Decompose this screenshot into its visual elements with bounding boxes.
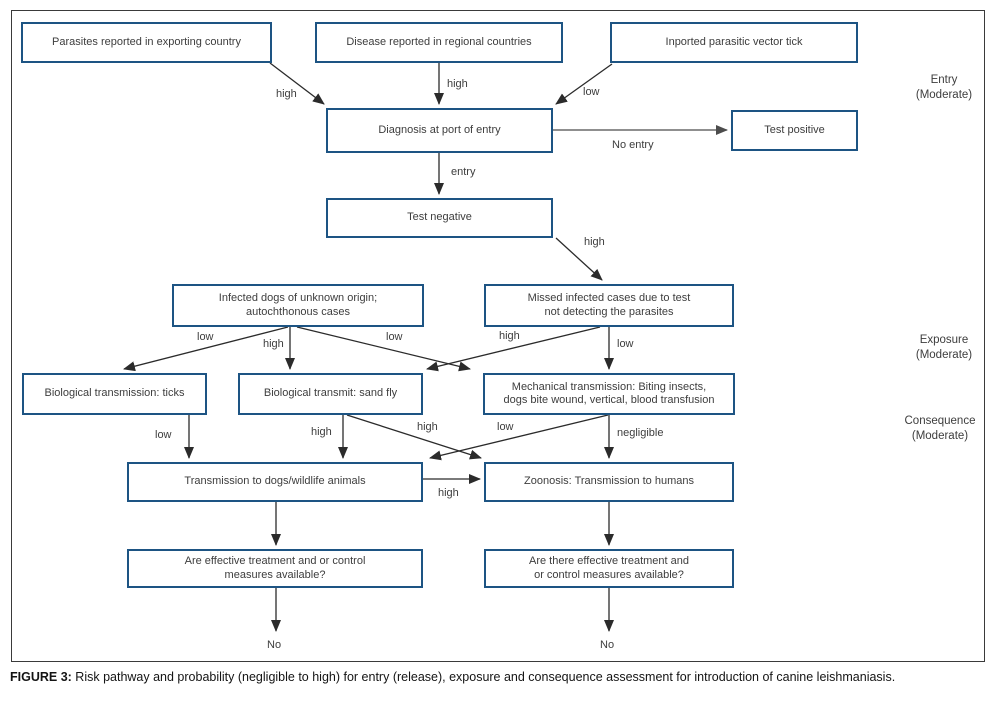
node-label: Are effective treatment and or control m… (185, 555, 366, 582)
phase-line-2: (Moderate) (915, 89, 973, 101)
node-line-2: or control measures available? (534, 568, 684, 581)
edge-label-no: No (267, 639, 282, 651)
node-parasites-reported: Parasites reported in exporting country (21, 22, 272, 63)
edge-label-high: high (499, 330, 520, 342)
edge-label-low: low (617, 338, 634, 350)
node-biological-transmission-ticks: Biological transmission: ticks (22, 373, 207, 415)
node-label: Biological transmit: sand fly (263, 387, 398, 400)
edge-label-high: high (447, 78, 468, 90)
node-transmission-dogs-wildlife: Transmission to dogs/wildlife animals (127, 462, 423, 502)
node-label: Infected dogs of unknown origin; autocht… (219, 292, 377, 319)
figure-caption-text: Risk pathway and probability (negligible… (71, 670, 896, 684)
node-imported-vector-tick: Inported parasitic vector tick (610, 22, 858, 63)
edge-label-high: high (311, 426, 332, 438)
phase-line-2: (Moderate) (915, 349, 973, 361)
node-zoonosis-humans: Zoonosis: Transmission to humans (484, 462, 734, 502)
edge-label-high: high (438, 487, 459, 499)
edge-label-high: high (276, 88, 297, 100)
edge-label-high: high (263, 338, 284, 350)
node-label: Missed infected cases due to test not de… (528, 292, 691, 319)
node-label: Mechanical transmission: Biting insects,… (504, 381, 715, 408)
node-label: Disease reported in regional countries (346, 35, 532, 48)
node-disease-reported: Disease reported in regional countries (315, 22, 563, 63)
node-line-1: Are effective treatment and or control (184, 555, 366, 567)
node-diagnosis-port-of-entry: Diagnosis at port of entry (326, 108, 553, 153)
node-mechanical-transmission: Mechanical transmission: Biting insects,… (483, 373, 735, 415)
node-label: Biological transmission: ticks (44, 387, 185, 400)
phase-label-consequence: Consequence (Moderate) (880, 414, 998, 444)
node-line-2: autochthonous cases (246, 305, 350, 318)
phase-label-entry: Entry (Moderate) (884, 73, 998, 103)
node-infected-dogs: Infected dogs of unknown origin; autocht… (172, 284, 424, 327)
node-treatment-question-left: Are effective treatment and or control m… (127, 549, 423, 588)
node-treatment-question-right: Are there effective treatment and or con… (484, 549, 734, 588)
phase-line-1: Exposure (919, 334, 969, 346)
node-biological-transmit-sandfly: Biological transmit: sand fly (238, 373, 423, 415)
node-line-1: Mechanical transmission: Biting insects, (511, 380, 707, 393)
figure-caption-label: FIGURE 3: (10, 670, 72, 684)
edge-label-high: high (417, 421, 438, 433)
edge-label-low: low (497, 421, 514, 433)
node-line-1: Missed infected cases due to test (527, 292, 691, 304)
node-line-1: Infected dogs of unknown origin; (218, 292, 378, 304)
node-label: Transmission to dogs/wildlife animals (184, 475, 366, 488)
node-test-negative: Test negative (326, 198, 553, 238)
phase-line-2: (Moderate) (911, 430, 969, 442)
node-label: Zoonosis: Transmission to humans (524, 475, 694, 488)
node-label: Parasites reported in exporting country (52, 35, 241, 48)
phase-line-1: Consequence (904, 415, 976, 427)
node-missed-infected-cases: Missed infected cases due to test not de… (484, 284, 734, 327)
node-line-2: dogs bite wound, vertical, blood transfu… (503, 394, 715, 406)
figure-caption: FIGURE 3: Risk pathway and probability (… (10, 669, 990, 685)
node-label: Inported parasitic vector tick (665, 35, 803, 48)
edge-label-low: low (386, 331, 403, 343)
edge-label-no: No (600, 639, 615, 651)
node-line-2: not detecting the parasites (544, 305, 674, 318)
edge-label-entry: entry (451, 166, 476, 178)
node-label: Test negative (407, 211, 472, 224)
edge-label-low: low (197, 331, 214, 343)
node-label: Are there effective treatment and or con… (529, 555, 689, 582)
node-label: Test positive (764, 123, 825, 136)
edge-label-low: low (583, 86, 600, 98)
node-line-2: measures available? (224, 568, 326, 581)
phase-label-exposure: Exposure (Moderate) (884, 333, 998, 363)
node-test-positive: Test positive (731, 110, 858, 151)
edge-label-high: high (584, 236, 605, 248)
node-label: Diagnosis at port of entry (378, 123, 501, 136)
phase-line-1: Entry (930, 74, 958, 86)
node-line-1: Are there effective treatment and (529, 555, 689, 567)
edge-label-low: low (155, 429, 172, 441)
edge-label-negligible: negligible (617, 427, 664, 439)
edge-label-no-entry: No entry (612, 139, 654, 151)
